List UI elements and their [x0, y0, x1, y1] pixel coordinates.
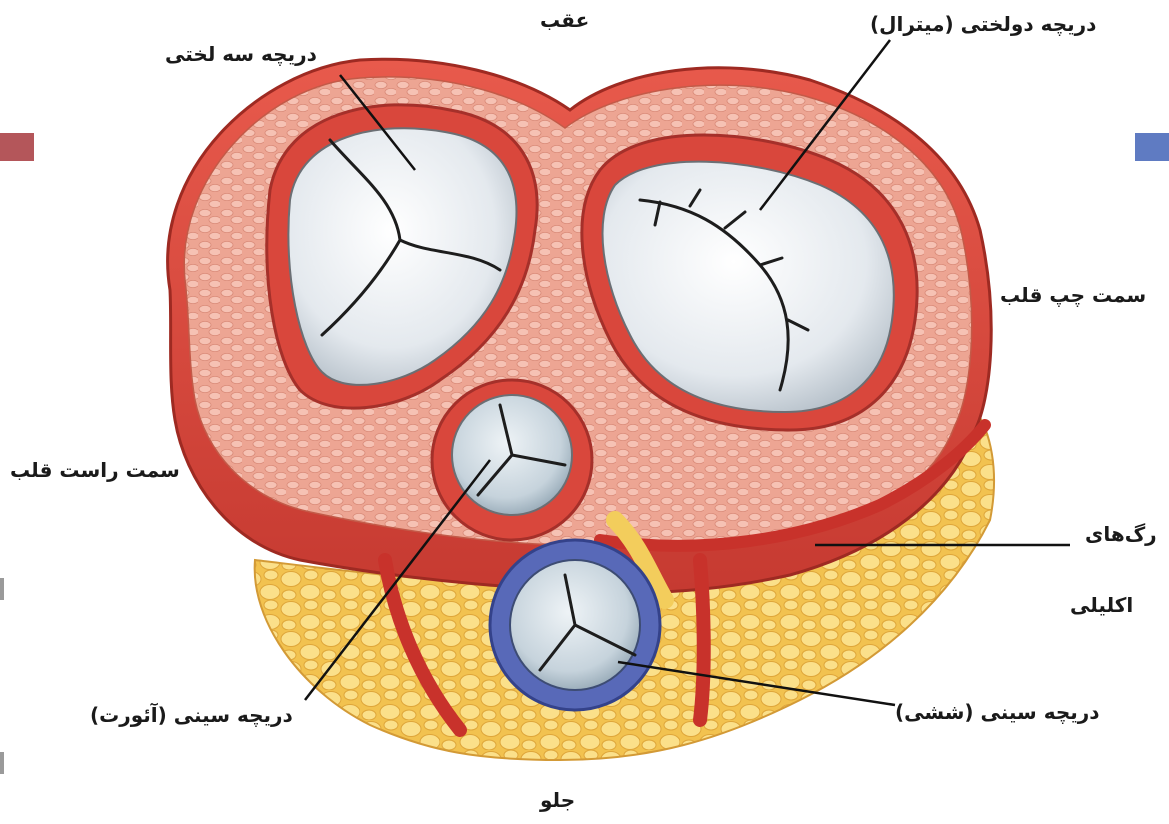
coronary-vessel-left — [700, 560, 704, 720]
label-coronary-line2: اکلیلی — [1070, 593, 1133, 617]
label-left-side: سمت چپ قلب — [1000, 283, 1146, 307]
label-coronary-line1: رگ‌های — [1085, 522, 1157, 546]
label-pulmonary-valve: دریچه سینی (ششی) — [895, 700, 1100, 724]
edge-mark-upper — [0, 578, 4, 600]
right-color-swatch — [1135, 133, 1169, 161]
label-tricuspid-valve: دریچه سه لختی — [165, 42, 317, 66]
edge-mark-lower — [0, 752, 4, 774]
left-color-swatch — [0, 133, 34, 161]
label-anterior: جلو — [540, 788, 575, 812]
label-aortic-valve: دریچه سینی (آئورت) — [90, 703, 293, 727]
label-right-side: سمت راست قلب — [10, 458, 180, 482]
label-mitral-valve: دریچه دولختی (میترال) — [870, 12, 1096, 36]
label-posterior: عقب — [540, 8, 589, 32]
